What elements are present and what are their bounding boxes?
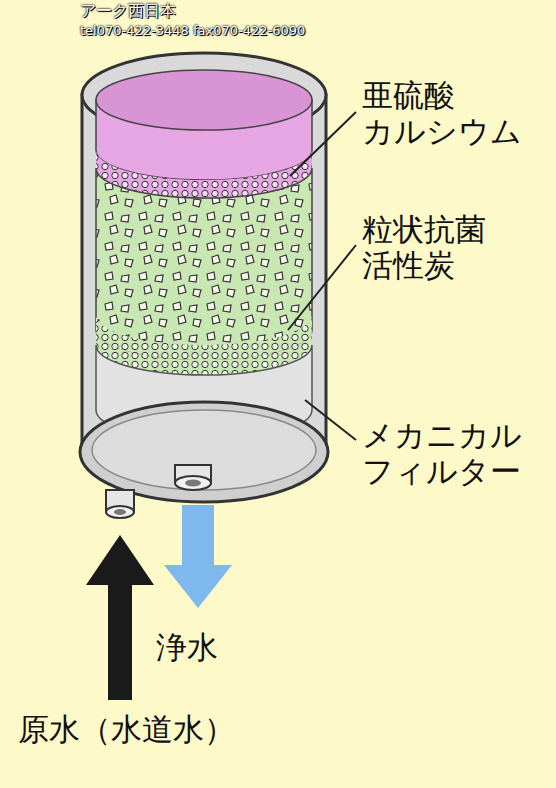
watermark: アーク西日本 [80,2,280,20]
part-label: メカニカル フィルター [362,418,547,489]
flow-label: 浄水 [156,630,256,666]
watermark: tel070-422-3448 fax070-422-6090 [80,24,360,39]
part-label: 粒状抗菌 活性炭 [362,212,547,283]
flow-label: 原水（水道水） [18,712,318,748]
part-label: 亜硫酸 カルシウム [362,78,547,149]
